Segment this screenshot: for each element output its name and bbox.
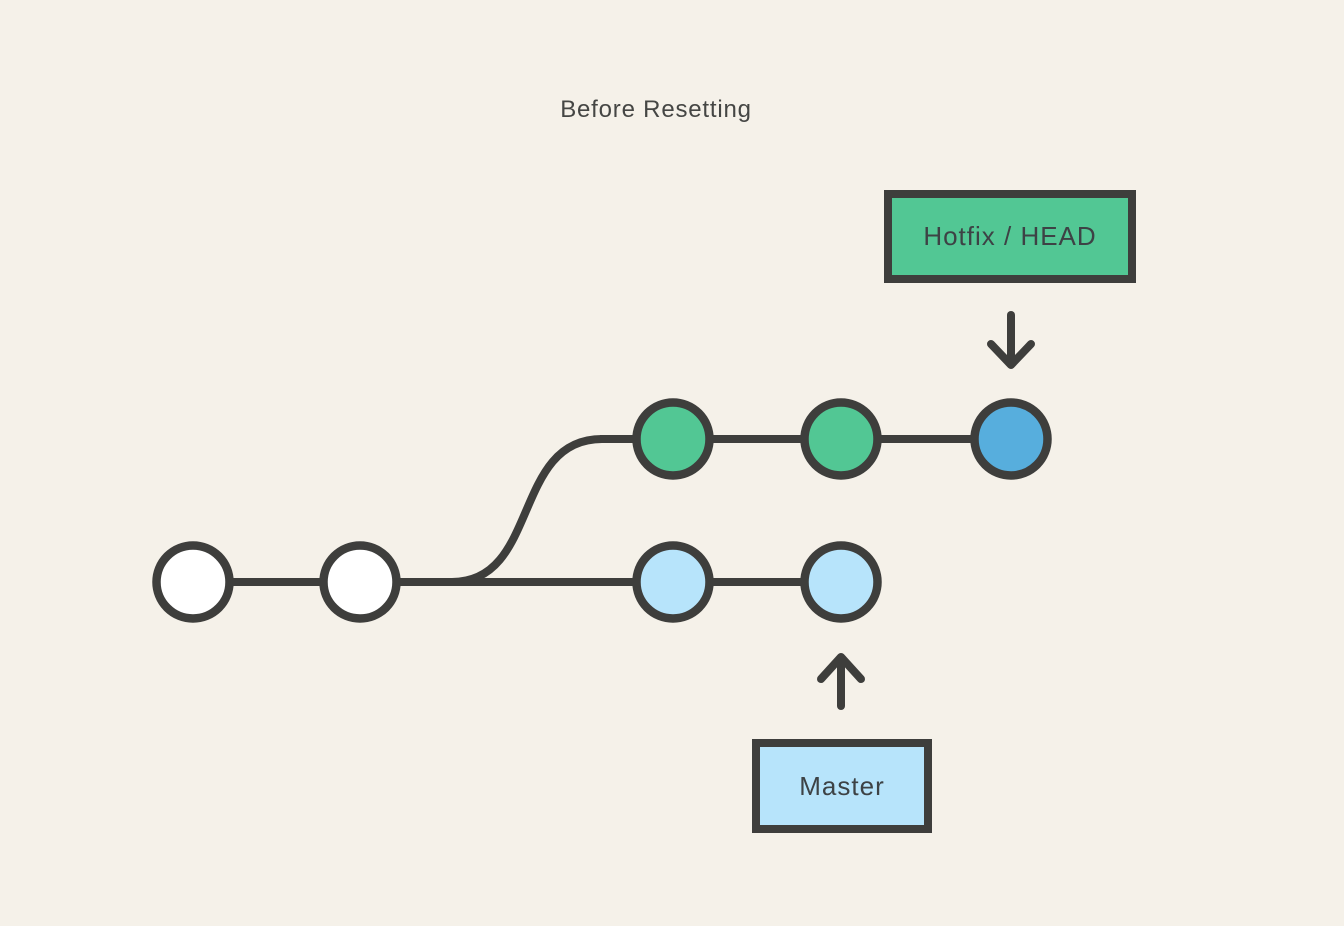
- diagram-title: Before Resetting: [560, 96, 752, 123]
- branch-fork-curve: [451, 435, 603, 586]
- commit-node-master-2: [319, 541, 401, 623]
- master-label: Master: [799, 770, 885, 801]
- commit-node-hotfix-head: [970, 398, 1052, 480]
- arrow-up-head: [817, 653, 865, 683]
- hotfix-label-box: [884, 190, 1136, 283]
- commit-node-master-1: [152, 541, 234, 623]
- commit-node-master-3: [632, 541, 714, 623]
- arrow-down-head: [987, 340, 1035, 369]
- arrow-up-icon: [817, 653, 865, 710]
- commit-node-master-4: [800, 541, 882, 623]
- master-label-box: [752, 739, 932, 833]
- hotfix-label: Hotfix / HEAD: [923, 221, 1097, 251]
- commit-node-hotfix-2: [800, 398, 882, 480]
- arrow-down-icon: [987, 311, 1035, 369]
- commit-node-hotfix-1: [632, 398, 714, 480]
